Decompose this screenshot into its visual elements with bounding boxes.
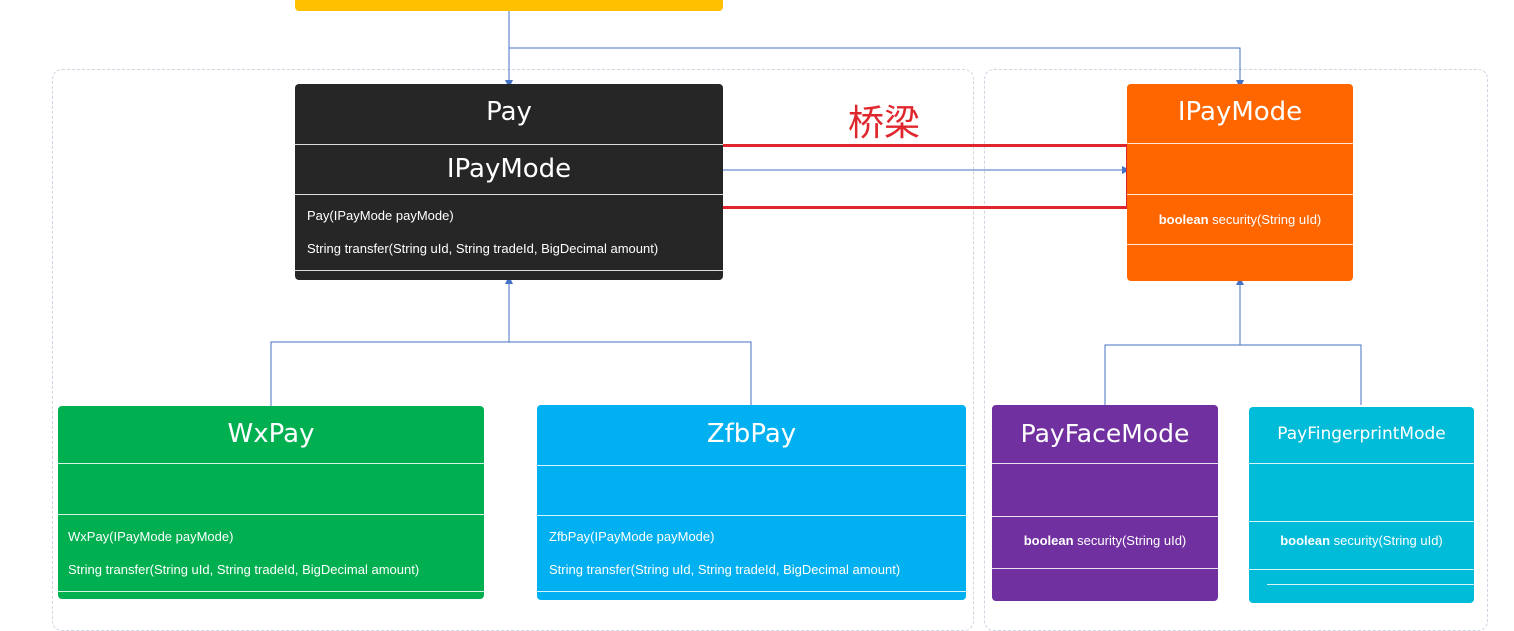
payfingerprintmode-method-security: boolean security(String uId) [1249, 533, 1474, 548]
payfacemode-class-name: PayFaceMode [1020, 419, 1190, 448]
zfbpay-method-constructor: ZfbPay(IPayMode payMode) [549, 529, 715, 544]
divider [58, 463, 484, 464]
divider [537, 465, 966, 466]
ipaymode-method-security: boolean security(String uId) [1127, 212, 1353, 227]
divider [537, 591, 966, 592]
zfbpay-method-transfer: String transfer(String uId, String trade… [549, 562, 901, 577]
divider [295, 144, 723, 145]
connector-top-to-ipaymode [509, 47, 1244, 88]
zfbpay-class-name: ZfbPay [706, 419, 797, 449]
divider [992, 568, 1218, 569]
ipaymode-interface-box: IPayMode boolean security(String uId) [1127, 84, 1353, 281]
divider [1249, 569, 1474, 570]
top-yellow-box [295, 0, 723, 11]
connector-payface-to-ipaymode [1104, 344, 1240, 405]
payfingerprintmode-class-name: PayFingerprintMode [1277, 424, 1446, 444]
method-keyword: boolean [1280, 533, 1331, 548]
bridge-label: 桥梁 [848, 103, 921, 144]
divider [58, 514, 484, 515]
divider [1127, 244, 1353, 245]
method-signature: security(String uId) [1073, 533, 1187, 548]
wxpay-method-transfer: String transfer(String uId, String trade… [68, 562, 420, 577]
zfbpay-class-box: ZfbPay ZfbPay(IPayMode payMode) String t… [537, 405, 966, 600]
method-signature: security(String uId) [1208, 212, 1322, 227]
payfingerprintmode-class-box: PayFingerprintMode boolean security(Stri… [1249, 407, 1474, 603]
divider [1127, 143, 1353, 144]
payfacemode-class-box: PayFaceMode boolean security(String uId) [992, 405, 1218, 601]
method-signature: security(String uId) [1330, 533, 1443, 548]
connector-fingerprint-to-ipaymode [1240, 344, 1362, 405]
pay-class-name: Pay [486, 97, 532, 127]
divider [537, 515, 966, 516]
divider [295, 194, 723, 195]
connector-wxpay-to-pay [270, 341, 509, 406]
divider [1127, 194, 1353, 195]
divider [1267, 584, 1474, 585]
bridge-highlight [719, 144, 1129, 209]
divider [992, 516, 1218, 517]
method-keyword: boolean [1158, 212, 1209, 227]
wxpay-class-box: WxPay WxPay(IPayMode payMode) String tra… [58, 406, 484, 599]
divider [1249, 521, 1474, 522]
divider [295, 270, 723, 271]
ipaymode-name: IPayMode [1177, 97, 1303, 127]
divider [58, 591, 484, 592]
divider [992, 463, 1218, 464]
pay-method-transfer: String transfer(String uId, String trade… [307, 241, 659, 256]
method-keyword: boolean [1023, 533, 1074, 548]
pay-method-constructor: Pay(IPayMode payMode) [307, 208, 454, 223]
payfacemode-method-security: boolean security(String uId) [992, 533, 1218, 548]
connector-zfbpay-to-pay [509, 341, 752, 406]
wxpay-class-name: WxPay [227, 419, 315, 449]
wxpay-method-constructor: WxPay(IPayMode payMode) [68, 529, 234, 544]
divider [1249, 463, 1474, 464]
pay-class-box: Pay IPayMode Pay(IPayMode payMode) Strin… [295, 84, 723, 280]
pay-field-ipaymode: IPayMode [446, 154, 572, 184]
